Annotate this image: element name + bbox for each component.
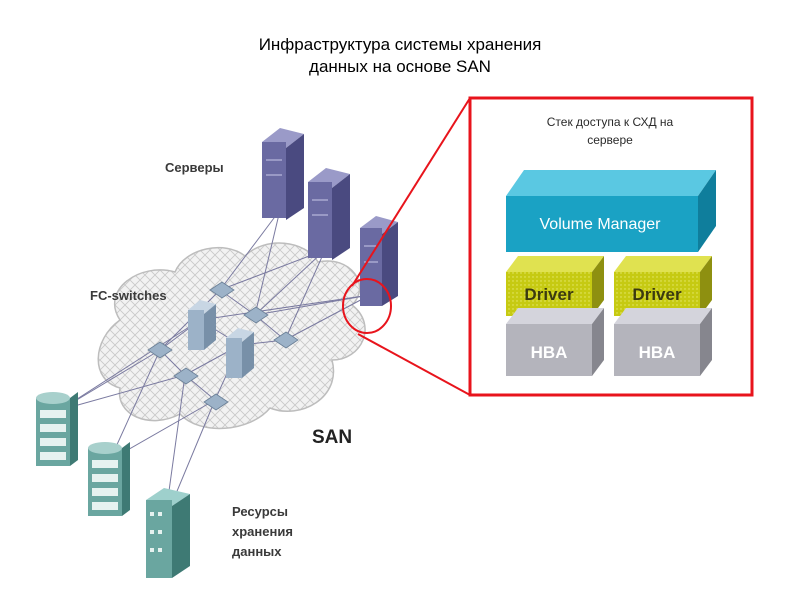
fc-switch (273, 331, 299, 349)
volume-manager-label: Volume Manager (540, 216, 662, 233)
zoom-line-top (351, 97, 471, 287)
fc-switch (173, 367, 199, 385)
server-1 (262, 128, 304, 220)
server-2 (308, 168, 350, 260)
storage-label-line-3: данных (232, 544, 282, 559)
driver-block-right: Driver (614, 256, 712, 316)
stack-title-line-1: Стек доступа к СХД на (547, 115, 674, 129)
fc-switch (203, 393, 229, 411)
storage-cabinet (146, 488, 190, 578)
hba-left-label: HBA (531, 343, 568, 362)
fc-switch (243, 306, 269, 324)
fc-switch (209, 281, 235, 299)
storage-label-line-2: хранения (232, 524, 293, 539)
fc-switch-core-2 (226, 328, 254, 378)
hba-block-left: HBA (506, 308, 604, 376)
servers-label: Серверы (165, 160, 224, 175)
storage-disk-array-1 (36, 392, 78, 466)
fc-switches-label: FC-switches (90, 288, 167, 303)
zoom-line-bottom (357, 333, 471, 396)
storage-label-line-1: Ресурсы (232, 504, 288, 519)
fc-switches (147, 281, 299, 411)
fc-switch (147, 341, 173, 359)
hba-right-label: HBA (639, 343, 676, 362)
access-stack-panel: Стек доступа к СХД на сервере Volume Man… (506, 115, 716, 376)
highlight-circle (342, 278, 392, 334)
driver-left-label: Driver (524, 285, 574, 304)
server-3 (360, 216, 398, 306)
page-title: Инфраструктура системы хранения данных н… (0, 34, 800, 78)
title-line-2: данных на основе SAN (309, 57, 491, 76)
storage-disk-array-2 (88, 442, 130, 516)
highlight-zoom (342, 96, 754, 397)
driver-right-label: Driver (632, 285, 682, 304)
fc-switch-core (188, 300, 216, 350)
stack-title-line-2: сервере (587, 133, 633, 147)
san-label: SAN (312, 427, 352, 448)
zoom-frame (468, 96, 754, 397)
hba-block-right: HBA (614, 308, 712, 376)
title-line-1: Инфраструктура системы хранения (258, 35, 542, 54)
volume-manager-block: Volume Manager (506, 170, 716, 252)
driver-block-left: Driver (506, 256, 604, 316)
